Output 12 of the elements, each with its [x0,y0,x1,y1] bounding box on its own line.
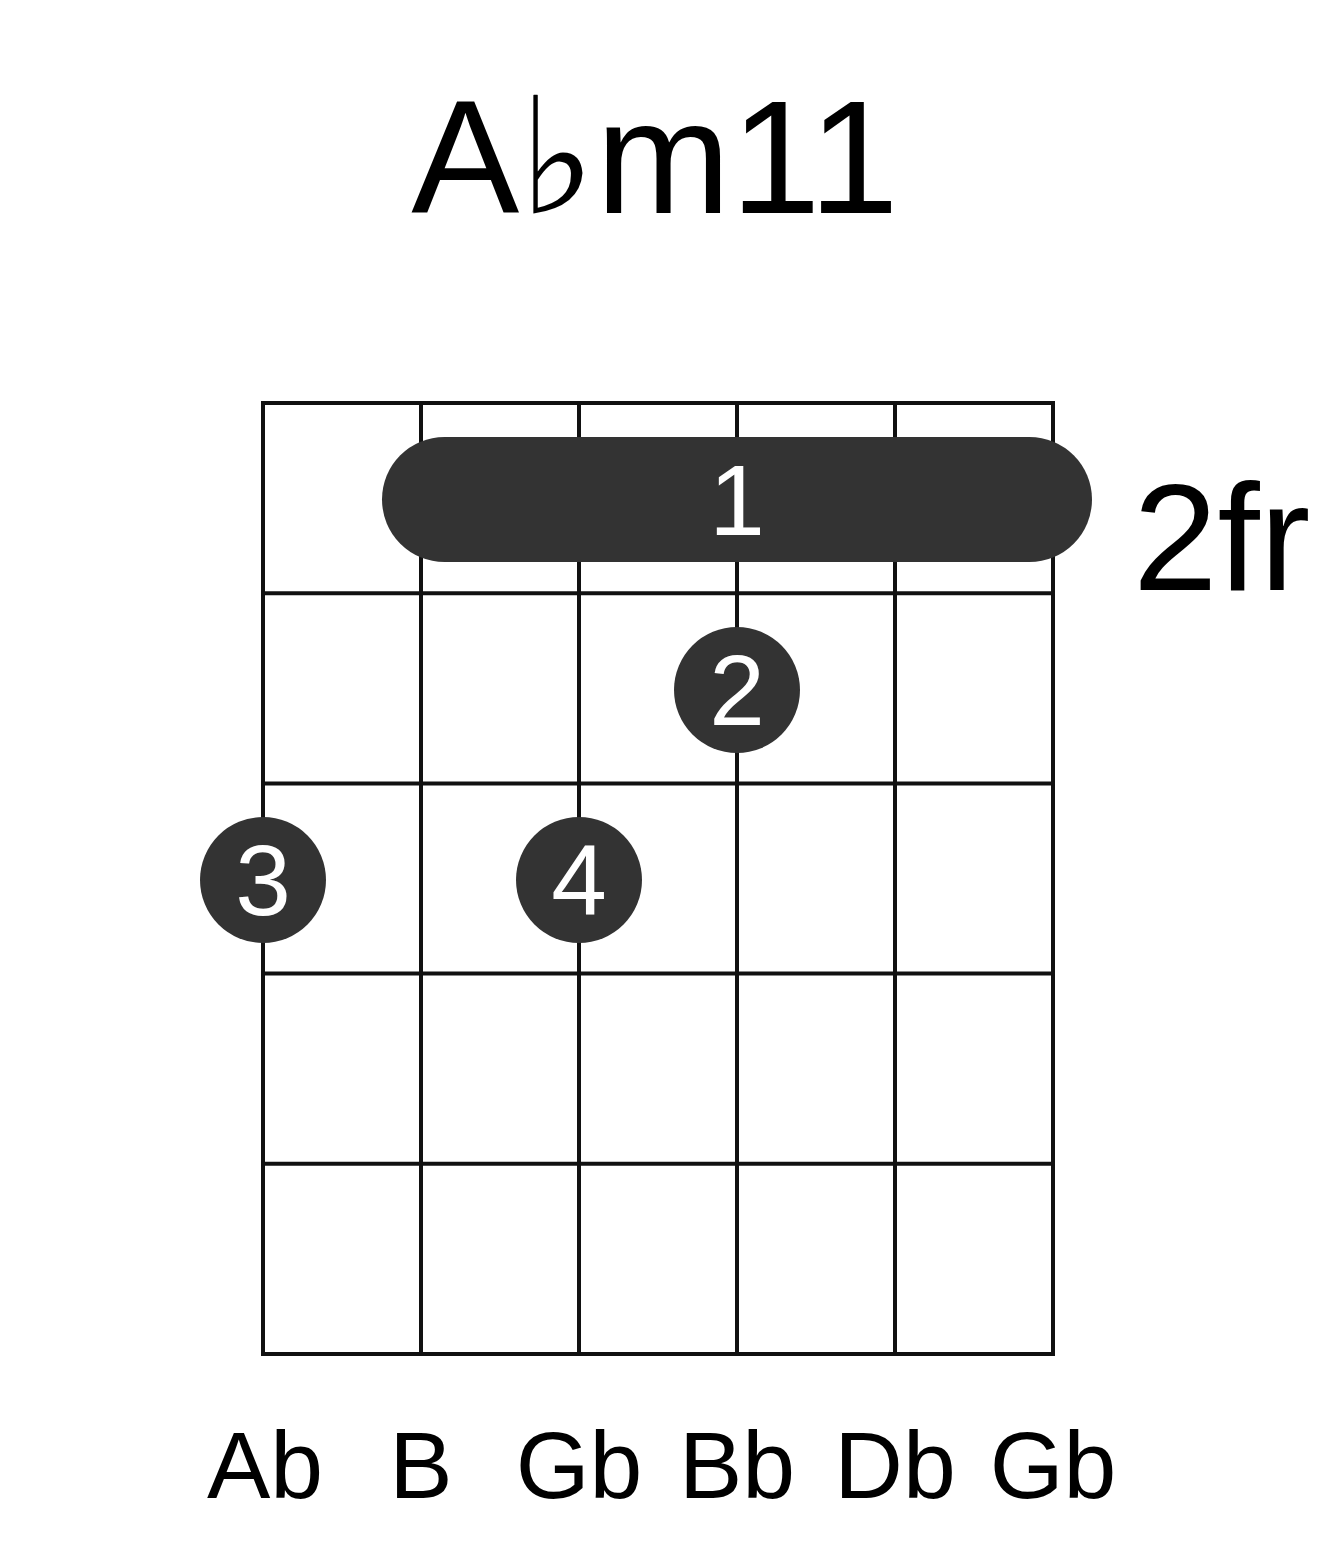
string-note-label: Gb [989,1418,1117,1513]
chord-title: A♭m11 [411,76,899,238]
finger-number: 1 [709,449,765,550]
finger-number: 4 [551,830,607,930]
finger-number: 2 [709,640,765,740]
string-note-label: Ab [206,1418,324,1513]
string-note-label: Gb [515,1418,643,1513]
string-note-label: Db [834,1418,956,1513]
string-note-label: Bb [678,1418,796,1513]
fret-position-label: 2fr [1133,461,1311,613]
string-note-label: B [389,1418,453,1513]
finger-number: 3 [235,830,291,930]
